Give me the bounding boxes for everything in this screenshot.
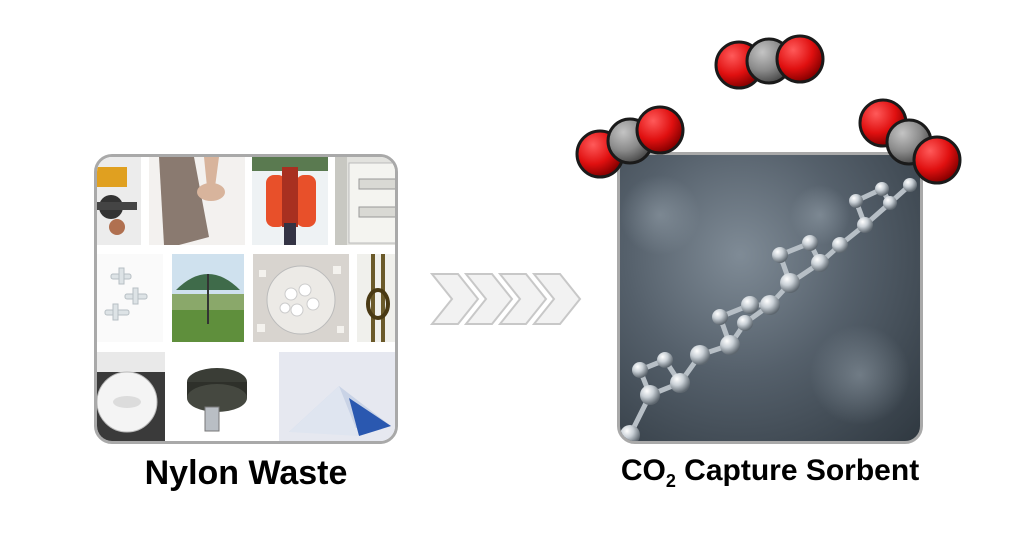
co2-capture-sorbent-label: CO2 Capture Sorbent (620, 454, 920, 491)
tent-photo (279, 352, 395, 441)
plastic-clips-photo (97, 254, 163, 342)
electrical-panel-photo (335, 157, 395, 245)
umbrella-photo (172, 254, 244, 342)
sorbent-structure-image (617, 152, 923, 444)
chevron-arrow-icon (497, 273, 548, 325)
nylon-waste-collage (94, 154, 398, 444)
nylon-pellets-photo (253, 254, 349, 342)
process-arrows (429, 273, 582, 325)
rope-photo (357, 254, 395, 342)
nylon-waste-label: Nylon Waste (144, 454, 348, 492)
co2-molecule (714, 34, 825, 90)
polymer-chain-icon (620, 175, 917, 441)
chevron-arrow-icon (531, 273, 582, 325)
backpack-photo (252, 157, 328, 245)
stockings-photo (149, 157, 245, 245)
chevron-arrow-icon (463, 273, 514, 325)
fishing-reel-photo (97, 157, 141, 245)
round-cushion-photo (97, 352, 165, 441)
chevron-arrow-icon (429, 273, 480, 325)
strap-roll-photo (167, 352, 275, 441)
